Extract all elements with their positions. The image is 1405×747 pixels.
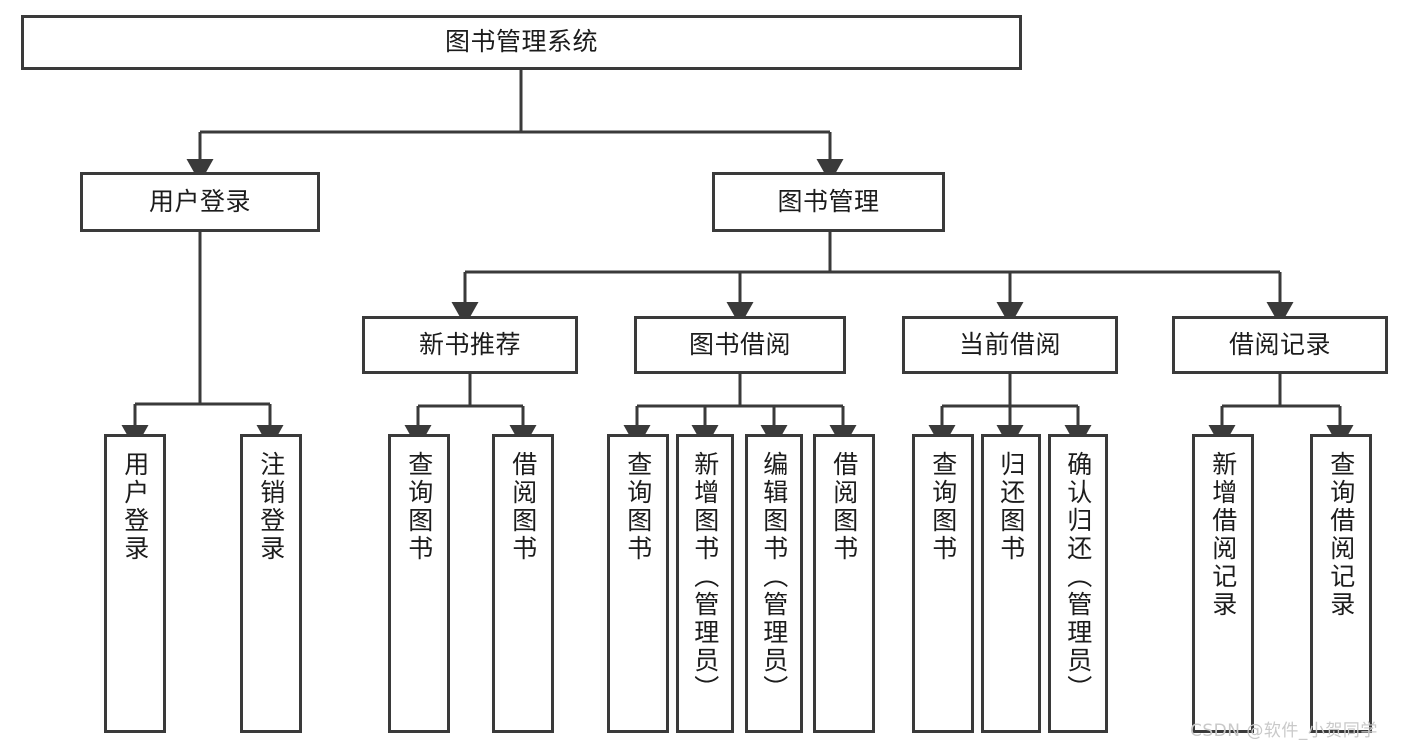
node-borrow-records[interactable]: 借阅记录 xyxy=(1172,316,1388,374)
leaf-new-book-borrow[interactable]: 借阅图书 xyxy=(492,434,554,733)
node-new-book-recommend-label: 新书推荐 xyxy=(418,329,521,359)
leaf-current-return-book-label: 归还图书 xyxy=(996,451,1026,563)
leaf-borrow-query-book[interactable]: 查询图书 xyxy=(607,434,669,733)
leaf-user-login-login-label: 用户登录 xyxy=(120,451,150,563)
leaf-records-add-record-label: 新增借阅记录 xyxy=(1208,451,1238,619)
leaf-records-add-record[interactable]: 新增借阅记录 xyxy=(1192,434,1254,733)
leaf-new-book-query[interactable]: 查询图书 xyxy=(388,434,450,733)
leaf-current-return-book[interactable]: 归还图书 xyxy=(981,434,1041,733)
node-current-borrow[interactable]: 当前借阅 xyxy=(902,316,1118,374)
node-book-borrow-label: 图书借阅 xyxy=(688,329,791,359)
node-current-borrow-label: 当前借阅 xyxy=(958,329,1061,359)
node-book-management[interactable]: 图书管理 xyxy=(712,172,945,232)
node-borrow-records-label: 借阅记录 xyxy=(1228,329,1331,359)
leaf-borrow-borrow-book-label: 借阅图书 xyxy=(829,451,859,563)
leaf-borrow-edit-book-label: 编辑图书（管理员） xyxy=(759,451,789,703)
leaf-current-query-book[interactable]: 查询图书 xyxy=(912,434,974,733)
leaf-borrow-borrow-book[interactable]: 借阅图书 xyxy=(813,434,875,733)
node-root[interactable]: 图书管理系统 xyxy=(21,15,1022,70)
leaf-user-login-logout-label: 注销登录 xyxy=(256,451,286,563)
node-user-login[interactable]: 用户登录 xyxy=(80,172,320,232)
leaf-borrow-add-book[interactable]: 新增图书（管理员） xyxy=(676,434,734,733)
leaf-records-query-record[interactable]: 查询借阅记录 xyxy=(1310,434,1372,733)
leaf-user-login-login[interactable]: 用户登录 xyxy=(104,434,166,733)
leaf-current-confirm-return[interactable]: 确认归还（管理员） xyxy=(1048,434,1108,733)
leaf-new-book-query-label: 查询图书 xyxy=(404,451,434,563)
leaf-borrow-query-book-label: 查询图书 xyxy=(623,451,653,563)
node-book-borrow[interactable]: 图书借阅 xyxy=(634,316,846,374)
leaf-user-login-logout[interactable]: 注销登录 xyxy=(240,434,302,733)
node-root-label: 图书管理系统 xyxy=(444,27,598,57)
leaf-borrow-add-book-label: 新增图书（管理员） xyxy=(690,451,720,703)
node-book-management-label: 图书管理 xyxy=(777,186,880,216)
node-new-book-recommend[interactable]: 新书推荐 xyxy=(362,316,578,374)
csdn-watermark: CSDN @软件_小贺同学 xyxy=(1190,721,1378,741)
node-user-login-label: 用户登录 xyxy=(148,186,251,216)
leaf-new-book-borrow-label: 借阅图书 xyxy=(508,451,538,563)
leaf-current-query-book-label: 查询图书 xyxy=(928,451,958,563)
leaf-borrow-edit-book[interactable]: 编辑图书（管理员） xyxy=(745,434,803,733)
leaf-current-confirm-return-label: 确认归还（管理员） xyxy=(1063,451,1093,703)
leaf-records-query-record-label: 查询借阅记录 xyxy=(1326,451,1356,619)
